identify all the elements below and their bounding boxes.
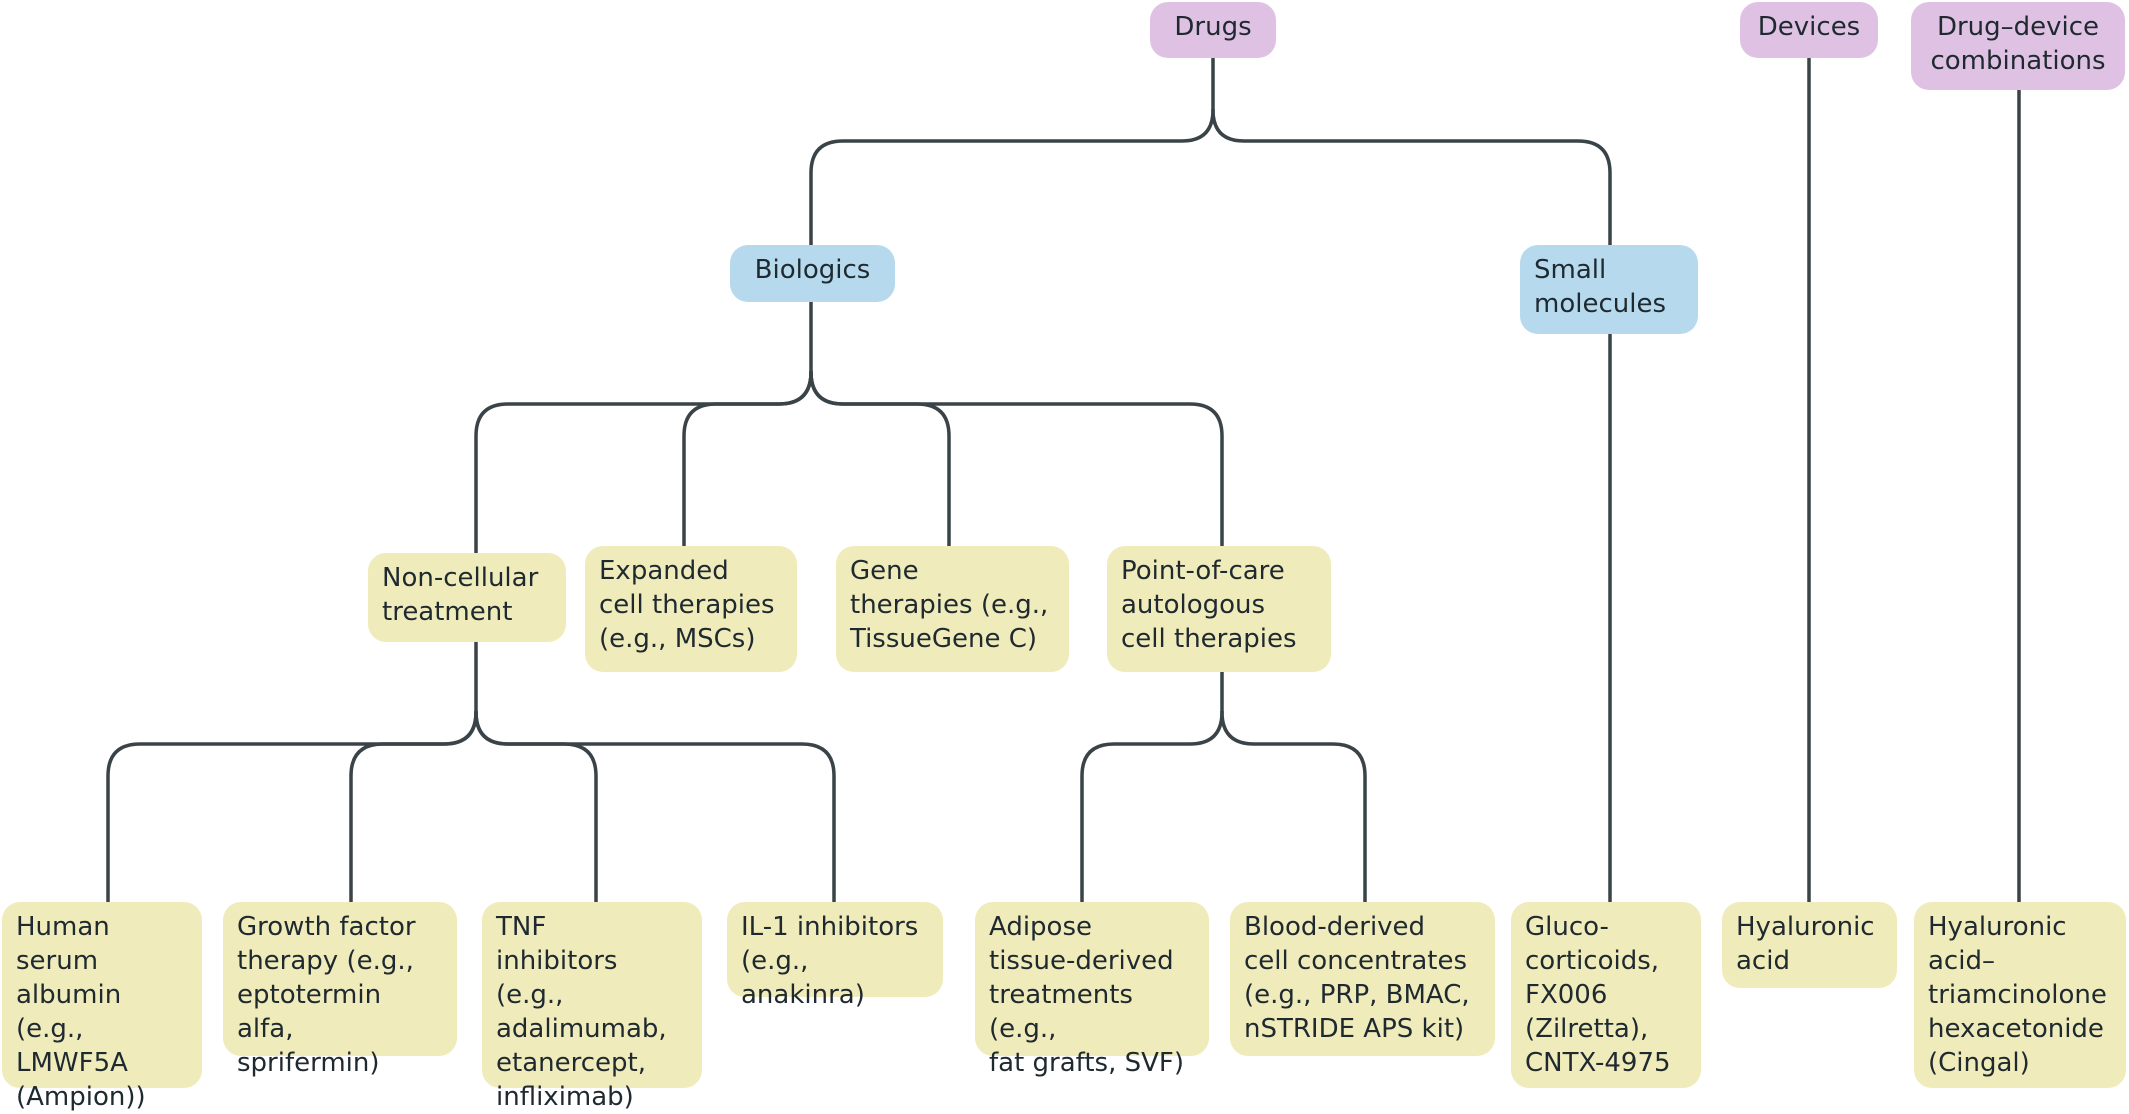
node-biologics: Biologics [730,245,895,302]
node-hyaluronic-acid: Hyaluronic acid [1722,902,1897,988]
edge-biologics-expanded [682,370,813,548]
node-small-molecules: Small molecules [1520,245,1698,334]
edge-poc-blood [1220,710,1367,904]
node-glucocorticoids: Gluco- corticoids, FX006 (Zilretta), CNT… [1511,902,1701,1088]
node-drugs: Drugs [1150,2,1276,58]
edge-noncellular-human-serum [106,710,478,904]
edge-noncellular-il1 [474,710,836,904]
node-blood-derived-concentrates: Blood-derived cell concentrates (e.g., P… [1230,902,1495,1056]
edge-noncellular-growth-factor [349,710,478,904]
edge-drugs-small-molecules [1211,108,1612,248]
edge-biologics-gene [809,370,951,548]
connector-lines [106,56,2021,904]
edge-drugs-biologics [809,108,1215,248]
node-drug-device-combinations: Drug–device combinations [1911,2,2125,90]
node-ha-triamcinolone-hexacetonide: Hyaluronic acid– triamcinolone hexaceton… [1914,902,2126,1088]
node-il1-inhibitors: IL-1 inhibitors (e.g., anakinra) [727,902,943,1010]
node-tnf-inhibitors: TNF inhibitors (e.g., adalimumab, etaner… [482,902,702,1112]
node-non-cellular-treatment: Non-cellular treatment [368,553,566,642]
edge-biologics-non-cellular [474,370,813,555]
node-devices: Devices [1740,2,1878,58]
edge-poc-adipose [1080,710,1224,904]
node-expanded-cell-therapies: Expanded cell therapies (e.g., MSCs) [585,546,797,672]
edge-biologics-point-of-care [809,370,1224,548]
node-gene-therapies: Gene therapies (e.g., TissueGene C) [836,546,1069,672]
node-adipose-tissue-treatments: Adipose tissue-derived treatments (e.g.,… [975,902,1209,1078]
node-growth-factor-therapy: Growth factor therapy (e.g., eptotermin … [223,902,457,1078]
node-human-serum-albumin: Human serum albumin (e.g., LMWF5A (Ampio… [2,902,202,1112]
node-point-of-care-cell-therapies: Point-of-care autologous cell therapies [1107,546,1331,672]
